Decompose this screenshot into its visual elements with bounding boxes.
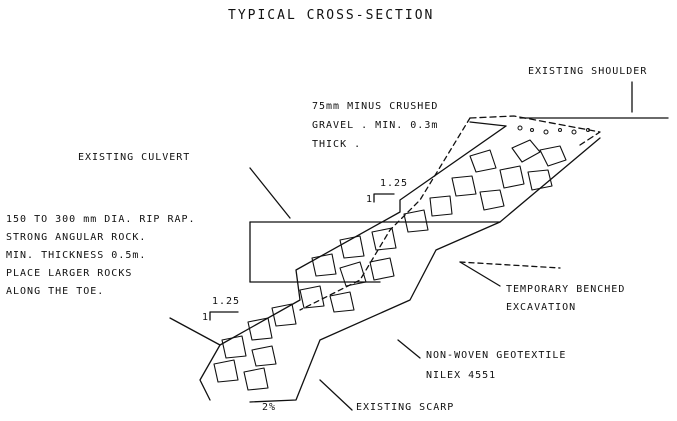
label-gravel-3: THICK .	[312, 139, 362, 150]
leader-excavation	[459, 261, 501, 287]
label-geotextile-1: NON-WOVEN GEOTEXTILE	[426, 350, 567, 361]
drawing-title: TYPICAL CROSS-SECTION	[228, 8, 435, 23]
leader-riprap	[169, 317, 221, 346]
label-riprap-2: STRONG ANGULAR ROCK.	[6, 232, 147, 243]
riprap-face	[199, 125, 507, 401]
label-riprap-5: ALONG THE TOE.	[6, 286, 105, 297]
label-existing-culvert: EXISTING CULVERT	[78, 152, 191, 163]
leader-scarp	[319, 379, 353, 411]
leader-culvert	[249, 167, 291, 219]
slope-lower-ratio: 1.25	[212, 296, 241, 307]
slope-lower-unit: 1	[202, 312, 210, 323]
riprap-rocks	[213, 139, 567, 391]
slope-upper-ratio: 1.25	[380, 178, 409, 189]
label-temporary-excavation-1: TEMPORARY BENCHED	[506, 284, 626, 295]
slope-upper-unit: 1	[366, 194, 374, 205]
label-gravel-1: 75mm MINUS CRUSHED	[312, 101, 439, 112]
label-temporary-excavation-2: EXCAVATION	[506, 302, 577, 313]
slope-symbol-upper	[373, 193, 395, 203]
gravel-dots	[517, 125, 590, 135]
temporary-excavation-line	[299, 117, 471, 311]
gravel-layer-outline	[469, 115, 601, 146]
label-riprap-4: PLACE LARGER ROCKS	[6, 268, 133, 279]
label-existing-scarp: EXISTING SCARP	[356, 402, 455, 413]
label-riprap-3: MIN. THICKNESS 0.5m.	[6, 250, 147, 261]
slope-symbol-lower	[209, 311, 239, 321]
temporary-excavation-bench	[459, 261, 561, 269]
geotextile-line	[249, 137, 601, 403]
label-grade: 2%	[262, 402, 277, 413]
leader-gravel	[469, 121, 507, 127]
label-gravel-2: GRAVEL . MIN. 0.3m	[312, 120, 439, 131]
leader-geotextile	[397, 339, 421, 359]
label-riprap-1: 150 TO 300 mm DIA. RIP RAP.	[6, 214, 196, 225]
label-existing-shoulder: EXISTING SHOULDER	[528, 66, 648, 77]
label-geotextile-2: NILEX 4551	[426, 370, 497, 381]
